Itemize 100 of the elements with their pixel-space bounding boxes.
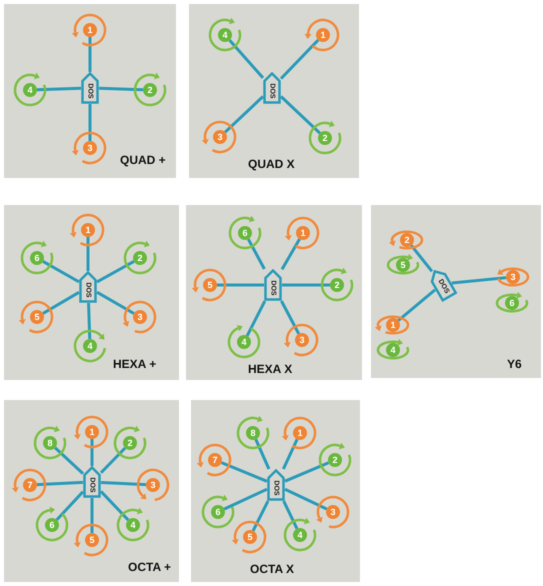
motor-number: 1 [386, 318, 400, 332]
arm-line [36, 480, 84, 486]
motor-number: 6 [211, 505, 225, 519]
arm-line [54, 446, 84, 475]
panel-background [4, 4, 176, 178]
arm-line [284, 461, 330, 483]
motor-number: 2 [143, 83, 157, 97]
arm-line [98, 86, 144, 92]
arm-line [90, 439, 94, 466]
panel-background [186, 205, 362, 380]
flight-controller [79, 271, 97, 303]
motor-number: 4 [218, 28, 232, 42]
motor-number: 6 [238, 226, 252, 240]
arm-line [42, 291, 80, 315]
arm-line [90, 498, 94, 533]
configuration-label: QUAD X [248, 157, 295, 171]
arm-line [87, 302, 92, 340]
arm-line [42, 260, 80, 284]
configuration-label: OCTA + [128, 560, 172, 574]
arm-line [100, 490, 130, 521]
motor-number: 7 [23, 478, 37, 492]
flight-controller [264, 269, 282, 301]
arm-line [224, 95, 264, 134]
arm-line [452, 276, 506, 285]
arm-line [96, 290, 135, 315]
arm-line [252, 500, 270, 532]
configuration-label: QUAD + [120, 153, 166, 167]
arm-line [88, 104, 92, 141]
arm-line [100, 480, 146, 486]
panel-background [189, 4, 359, 178]
arm-line [280, 39, 320, 80]
motor-number: 4 [83, 339, 97, 353]
motor-number: 3 [213, 130, 227, 144]
motor-number: 3 [146, 478, 160, 492]
configuration-label: HEXA + [113, 357, 156, 371]
motor-number: 5 [243, 530, 257, 544]
motor-number: 2 [123, 436, 137, 450]
motor-number: 4 [23, 83, 37, 97]
configuration-label: HEXA X [248, 362, 292, 376]
motor-number: 1 [83, 23, 97, 37]
arm-line [280, 95, 321, 134]
panel-background [371, 205, 541, 378]
panel-background [4, 205, 179, 380]
configuration-label: OCTA X [250, 562, 294, 576]
motor-number: 5 [396, 258, 410, 272]
motor-number: 6 [505, 296, 519, 310]
motor-number: 2 [133, 251, 147, 265]
motor-number: 4 [237, 335, 251, 349]
motor-number: 4 [386, 343, 400, 357]
panel-background [191, 400, 360, 582]
motor-number: 2 [400, 233, 414, 247]
arm-line [56, 490, 84, 521]
motor-number: 6 [45, 518, 59, 532]
arm-line [247, 238, 266, 270]
flight-controller [83, 466, 101, 498]
motor-number: 2 [328, 453, 342, 467]
panel-background [4, 400, 179, 582]
arm-line [86, 237, 90, 271]
motor-number: 3 [295, 333, 309, 347]
motor-number: 1 [81, 223, 95, 237]
configuration-label: Y6 [507, 357, 522, 371]
arm-line [220, 461, 268, 483]
motor-number: 1 [316, 28, 330, 42]
motor-number: 8 [43, 436, 57, 450]
arm-line [228, 39, 264, 79]
motor-number: 3 [326, 505, 340, 519]
arm-line [282, 438, 298, 470]
motor-number: 8 [246, 426, 260, 440]
motor-number: 1 [296, 226, 310, 240]
motor-number: 4 [293, 528, 307, 542]
motor-number: 3 [506, 270, 520, 284]
motor-number: 2 [330, 278, 344, 292]
motor-number: 5 [85, 533, 99, 547]
arm-line [410, 244, 434, 272]
arm-line [88, 37, 92, 72]
motor-number: 5 [203, 278, 217, 292]
arm-line [282, 500, 298, 530]
arm-line [284, 488, 328, 510]
motor-number: 3 [83, 141, 97, 155]
flight-controller [267, 469, 285, 501]
arm-line [217, 284, 264, 286]
motor-number: 2 [318, 131, 332, 145]
arm-line [100, 446, 126, 474]
arm-line [96, 260, 135, 284]
arm-line [280, 238, 301, 270]
arm-line [246, 300, 266, 336]
arm-line [224, 488, 268, 510]
flight-controller [81, 72, 99, 104]
motor-number: 5 [30, 310, 44, 324]
motor-number: 1 [293, 426, 307, 440]
motor-number: 1 [85, 425, 99, 439]
arm-line [282, 284, 330, 286]
flight-controller [263, 72, 281, 104]
motor-number: 3 [133, 310, 147, 324]
arm-line [36, 86, 82, 92]
motor-number: 7 [208, 453, 222, 467]
motor-number: 6 [30, 251, 44, 265]
arm-line [397, 288, 436, 322]
motor-number: 4 [126, 518, 140, 532]
arm-line [280, 300, 300, 334]
